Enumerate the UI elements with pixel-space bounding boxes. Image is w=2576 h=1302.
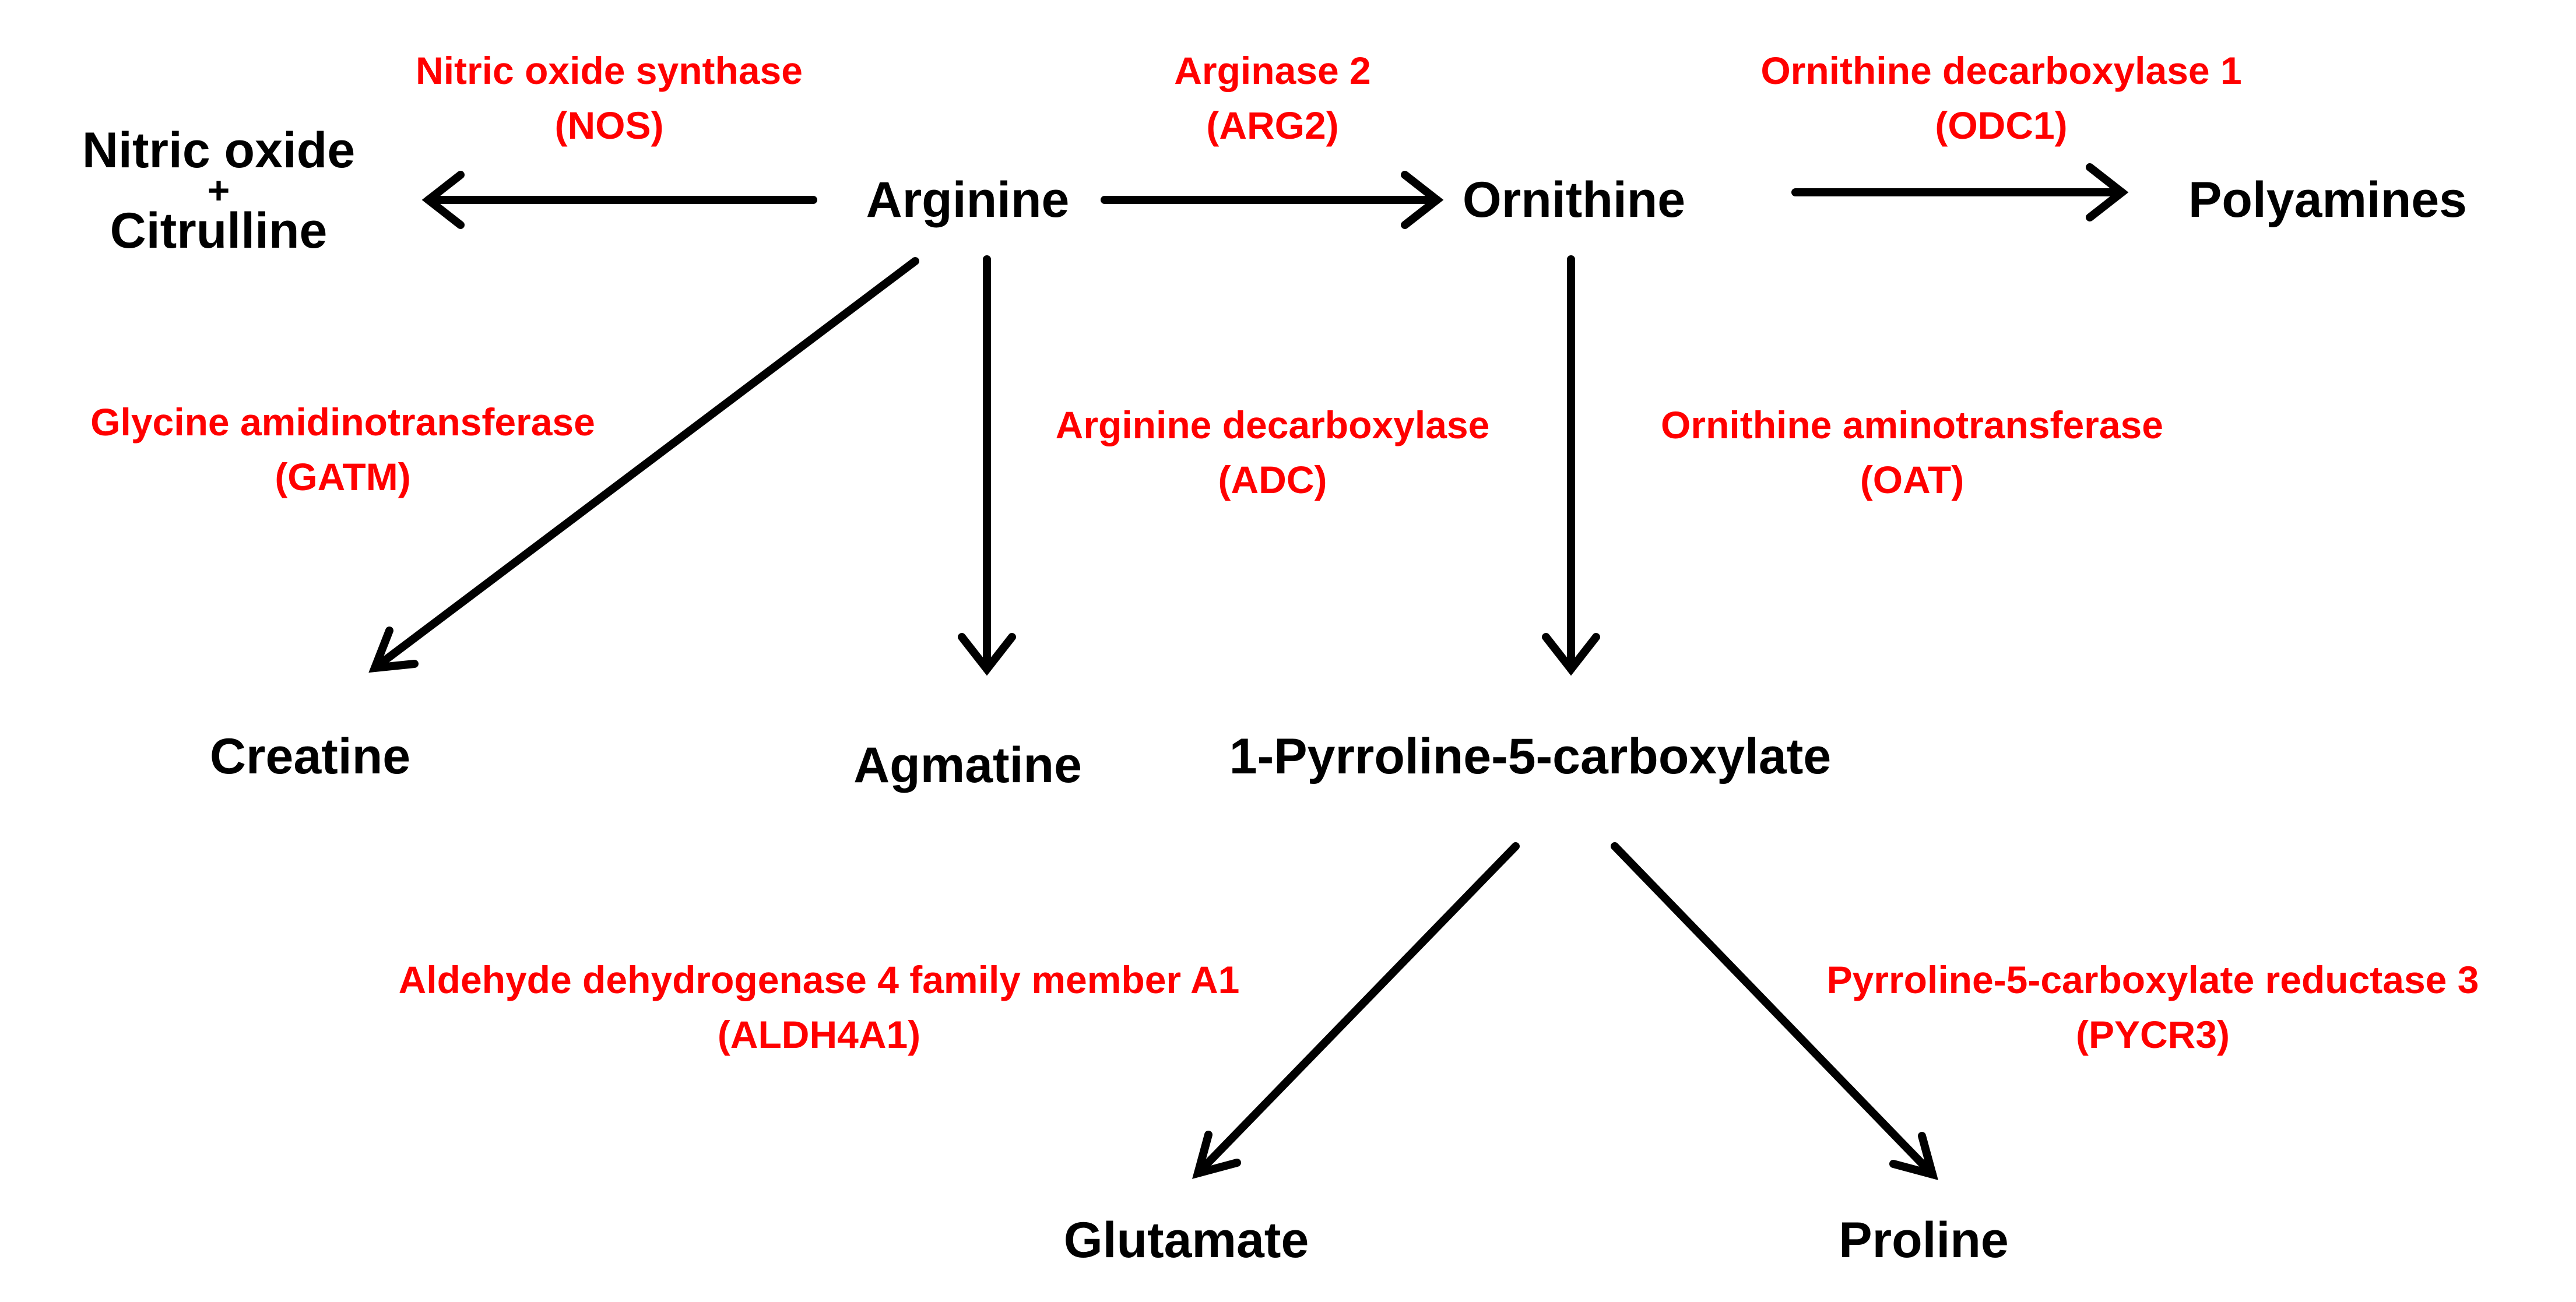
enzyme-aldh4a1-abbr: (ALDH4A1) bbox=[717, 1012, 921, 1056]
enzyme-gatm: Glycine amidinotransferase (GATM) bbox=[90, 395, 595, 504]
citrulline-label: Citrulline bbox=[110, 203, 328, 259]
plus-sign: + bbox=[207, 168, 230, 212]
nitric-oxide-citrulline: Nitric oxide + Citrulline bbox=[82, 125, 355, 256]
arrow-p5c-to-proline bbox=[1611, 842, 1937, 1178]
enzyme-odc1-abbr: (ODC1) bbox=[1935, 103, 2068, 147]
arrowhead-p5c bbox=[1542, 633, 1600, 676]
enzyme-adc-abbr: (ADC) bbox=[1218, 458, 1327, 501]
arrowhead-ornithine bbox=[1401, 171, 1444, 229]
nitric-oxide-label: Nitric oxide bbox=[82, 122, 356, 178]
proline-label: Proline bbox=[1839, 1212, 2009, 1268]
arrow-p5c-to-glutamate bbox=[1194, 842, 1520, 1177]
polyamines-label: Polyamines bbox=[2188, 172, 2467, 228]
enzyme-gatm-name: Glycine amidinotransferase bbox=[90, 400, 595, 444]
enzyme-nos-name: Nitric oxide synthase bbox=[416, 49, 803, 92]
enzyme-nos: Nitric oxide synthase (NOS) bbox=[416, 44, 803, 153]
arrowhead-nitric-oxide bbox=[421, 171, 465, 229]
enzyme-adc: Arginine decarboxylase (ADC) bbox=[1056, 398, 1490, 507]
enzyme-arg2-abbr: (ARG2) bbox=[1206, 103, 1339, 147]
ornithine-label: Ornithine bbox=[1462, 172, 1686, 228]
enzyme-arg2: Arginase 2 (ARG2) bbox=[1174, 44, 1370, 153]
enzyme-aldh4a1-name: Aldehyde dehydrogenase 4 family member A… bbox=[398, 958, 1240, 1001]
arrowhead-proline bbox=[1889, 1132, 1938, 1180]
enzyme-odc1-name: Ornithine decarboxylase 1 bbox=[1760, 49, 2242, 92]
arrowhead-glutamate bbox=[1192, 1131, 1241, 1179]
enzyme-pycr3: Pyrroline-5-carboxylate reductase 3 (PYC… bbox=[1827, 953, 2479, 1062]
enzyme-pycr3-name: Pyrroline-5-carboxylate reductase 3 bbox=[1826, 958, 2479, 1001]
agmatine-label: Agmatine bbox=[853, 737, 1082, 793]
enzyme-arg2-name: Arginase 2 bbox=[1174, 49, 1371, 92]
arrow-arginine-to-creatine bbox=[371, 257, 919, 672]
enzyme-oat-abbr: (OAT) bbox=[1860, 458, 1964, 501]
arrowhead-creatine bbox=[368, 627, 419, 673]
creatine-label: Creatine bbox=[209, 729, 411, 784]
arginine-label: Arginine bbox=[866, 172, 1070, 228]
enzyme-adc-name: Arginine decarboxylase bbox=[1055, 403, 1490, 446]
enzyme-oat-name: Ornithine aminotransferase bbox=[1661, 403, 2163, 446]
enzyme-nos-abbr: (NOS) bbox=[554, 103, 664, 147]
enzyme-oat: Ornithine aminotransferase (OAT) bbox=[1661, 398, 2163, 507]
enzyme-gatm-abbr: (GATM) bbox=[275, 455, 411, 498]
enzyme-aldh4a1: Aldehyde dehydrogenase 4 family member A… bbox=[399, 953, 1240, 1062]
enzyme-pycr3-abbr: (PYCR3) bbox=[2075, 1012, 2230, 1056]
arrowhead-agmatine bbox=[958, 633, 1016, 676]
p5c-label: 1-Pyrroline-5-carboxylate bbox=[1229, 729, 1832, 784]
arrowhead-polyamines bbox=[2086, 163, 2129, 221]
enzyme-odc1: Ornithine decarboxylase 1 (ODC1) bbox=[1760, 44, 2241, 153]
glutamate-label: Glutamate bbox=[1063, 1212, 1309, 1268]
